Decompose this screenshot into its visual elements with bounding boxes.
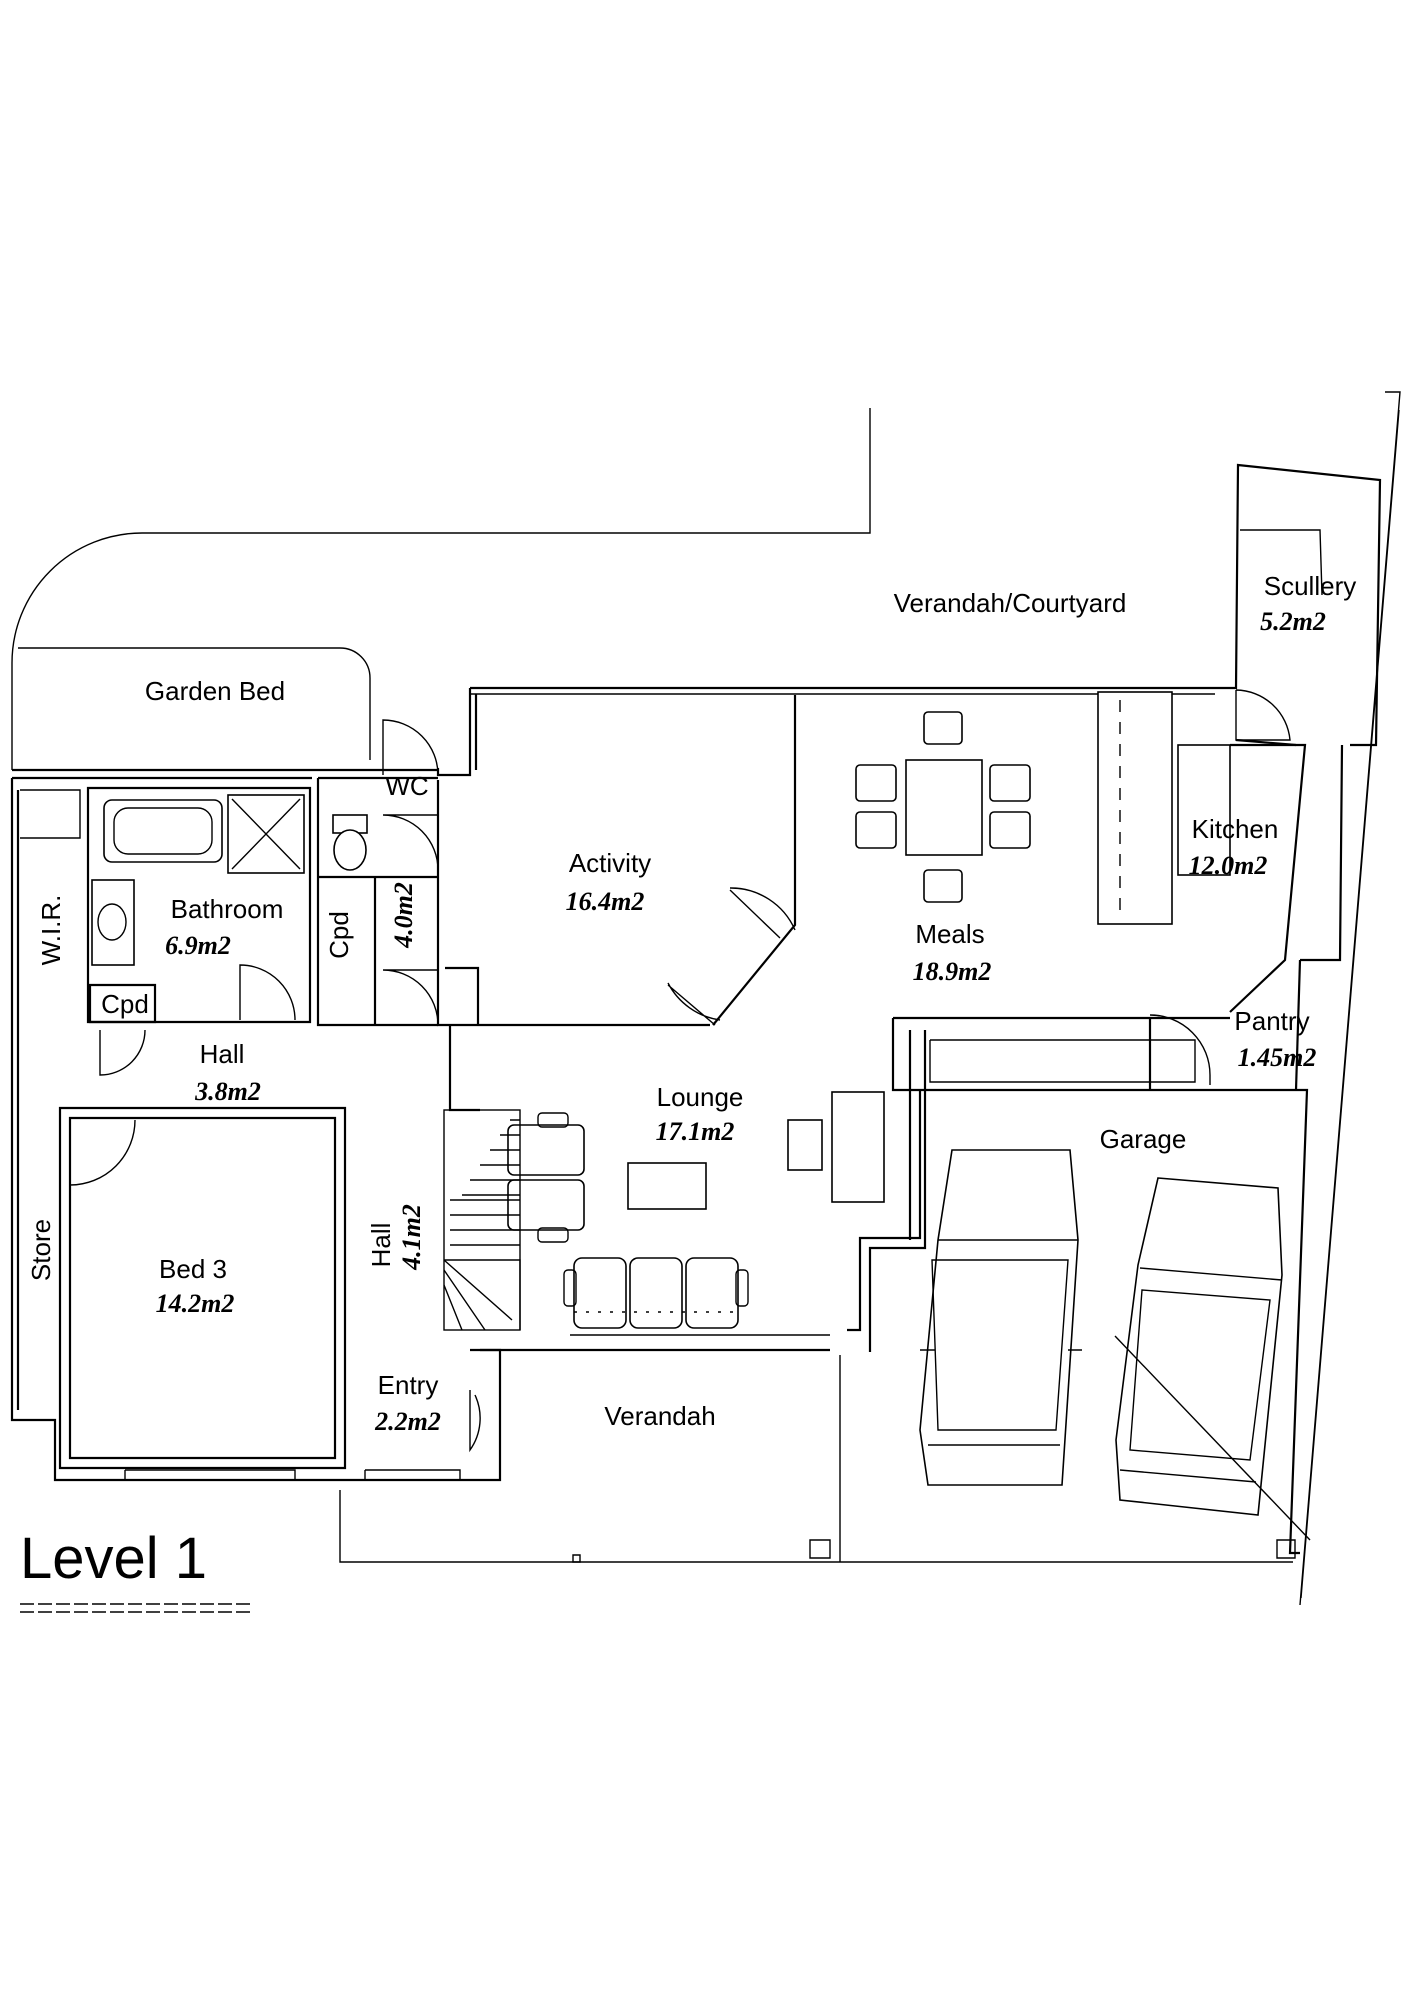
- room-name-garage: Garage: [1100, 1124, 1187, 1154]
- room-name-activity: Activity: [569, 848, 651, 878]
- room-area-scullery: 5.2m2: [1260, 607, 1326, 636]
- room-area-lounge: 17.1m2: [656, 1117, 735, 1146]
- island-bench: [1097, 691, 1173, 925]
- room-area-cpd-wc: 4.0m2: [389, 882, 418, 949]
- lounge-furniture: [507, 1091, 885, 1329]
- side-table: [787, 1119, 823, 1171]
- room-area-kitchen: 12.0m2: [1189, 851, 1268, 880]
- kitchen-bench: [1097, 691, 1231, 925]
- room-area-pantry: 1.45m2: [1238, 1043, 1317, 1072]
- room-name-bed3: Bed 3: [159, 1254, 227, 1284]
- dining-table: [905, 759, 983, 856]
- vanity: [91, 879, 135, 966]
- level-underline: [20, 1603, 250, 1613]
- room-name-store: Store: [26, 1219, 56, 1281]
- room-name-verandah-courtyard: Verandah/Courtyard: [894, 588, 1127, 618]
- car-left: [919, 1149, 1082, 1486]
- car-right: [1115, 1177, 1283, 1516]
- room-name-verandah: Verandah: [604, 1401, 715, 1431]
- room-name-cpd-wc: Cpd: [324, 911, 354, 959]
- room-area-entry: 2.2m2: [374, 1407, 441, 1436]
- room-name-pantry: Pantry: [1234, 1006, 1309, 1036]
- room-name-wc: WC: [385, 771, 428, 801]
- room-name-wir: W.I.R.: [36, 895, 66, 966]
- bathtub: [103, 799, 223, 863]
- exterior-walls: [10, 463, 1382, 1563]
- garden-bed-outline: [18, 647, 371, 760]
- armchair: [507, 1179, 585, 1231]
- room-area-bathroom: 6.9m2: [165, 931, 231, 960]
- dining-set: [855, 711, 1031, 903]
- room-labels: Verandah/Courtyard Scullery 5.2m2 Garden…: [26, 571, 1356, 1436]
- room-name-scullery: Scullery: [1264, 571, 1356, 601]
- room-area-bed3: 14.2m2: [156, 1289, 235, 1318]
- room-area-hall-lower: 4.1m2: [397, 1204, 426, 1271]
- room-name-hall-upper: Hall: [200, 1039, 245, 1069]
- staircase: [443, 1109, 521, 1331]
- fixtures: [91, 794, 368, 966]
- room-name-kitchen: Kitchen: [1192, 814, 1279, 844]
- site-boundary: [11, 391, 1401, 1606]
- room-area-hall-upper: 3.8m2: [194, 1077, 261, 1106]
- tv-unit: [831, 1091, 885, 1203]
- cars: [919, 1149, 1311, 1541]
- room-name-meals: Meals: [915, 919, 984, 949]
- room-name-lounge: Lounge: [657, 1082, 744, 1112]
- room-name-bathroom: Bathroom: [171, 894, 284, 924]
- toilet: [333, 829, 367, 871]
- room-area-activity: 16.4m2: [566, 887, 645, 916]
- room-name-cpd-bath: Cpd: [101, 989, 149, 1019]
- room-name-garden-bed: Garden Bed: [145, 676, 285, 706]
- coffee-table: [627, 1162, 707, 1210]
- room-name-hall-lower: Hall: [366, 1223, 396, 1268]
- room-area-meals: 18.9m2: [913, 957, 992, 986]
- doors: [69, 689, 1291, 1453]
- room-name-entry: Entry: [378, 1370, 439, 1400]
- level-title: Level 1: [20, 1526, 207, 1591]
